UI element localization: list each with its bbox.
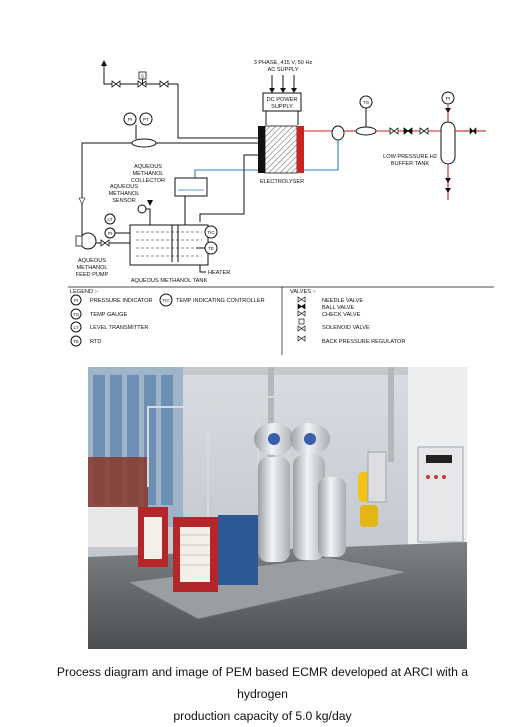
buffer-tank-label-1: LOW PRESSURE H2 bbox=[383, 154, 437, 160]
ac-supply-arrows bbox=[269, 75, 297, 93]
ac-supply-label-1: 3 PHASE, 415 V, 50 Hz bbox=[254, 60, 313, 66]
gas-separator bbox=[331, 125, 345, 141]
collector-label-3: COLLECTOR bbox=[131, 178, 165, 184]
buffer-tank bbox=[440, 121, 456, 165]
valve-bpr-label: BACK PRESSURE REGULATOR bbox=[322, 339, 405, 345]
buffer-tank-label-2: BUFFER TANK bbox=[391, 161, 430, 167]
legend-te-label: RTD bbox=[90, 339, 101, 345]
h2-cooler bbox=[355, 126, 377, 136]
collector-label-1: AQUEOUS bbox=[134, 164, 162, 170]
legend-title: LEGEND :- bbox=[70, 289, 98, 295]
electrolyser-label: ELECTROLYSER bbox=[260, 179, 304, 185]
sensor-valve bbox=[147, 200, 153, 206]
pt-tag: PT bbox=[143, 117, 149, 122]
legend-tic-symbol bbox=[159, 293, 173, 307]
process-diagram: 3 PHASE, 415 V, 50 Hz AC SUPPLY DC POWER… bbox=[68, 60, 494, 355]
tg-tag: TG bbox=[363, 100, 370, 105]
legend-tic-tag: TIC bbox=[162, 298, 170, 303]
h2-valves bbox=[389, 127, 429, 135]
legend-lt-tag: LT bbox=[73, 325, 78, 330]
legend-pi-label: PRESSURE INDICATOR bbox=[90, 298, 153, 304]
caption-line-1: Process diagram and image of PEM based E… bbox=[56, 665, 469, 701]
pt-instrument bbox=[139, 112, 153, 126]
photo-stack bbox=[138, 507, 258, 592]
sensor-label-1: AQUEOUS bbox=[110, 184, 138, 190]
feed-heat-exchanger bbox=[131, 138, 157, 148]
methanol-collector bbox=[174, 177, 208, 197]
electrolyser bbox=[258, 125, 304, 174]
dc-power-supply-label-2: SUPPLY bbox=[271, 104, 293, 110]
legend-tic-label: TEMP INDICATING CONTROLLER bbox=[176, 298, 265, 304]
methanol-return-to-collector bbox=[194, 169, 258, 178]
legend-te-symbol bbox=[70, 335, 82, 347]
system-photo bbox=[88, 367, 467, 649]
inlet-arrow bbox=[101, 60, 107, 66]
sensor-label-3: SENSOR bbox=[112, 198, 136, 204]
outlet-valve bbox=[469, 127, 477, 135]
legend-tg-label: TEMP GAUGE bbox=[90, 312, 127, 318]
dc-power-supply-label-1: DC POWER bbox=[267, 97, 298, 103]
valve-check-label: CHECK VALVE bbox=[322, 312, 361, 318]
methanol-tank bbox=[129, 224, 209, 266]
tic-tag: TIC bbox=[207, 230, 215, 235]
heater-label: HEATER bbox=[208, 270, 230, 276]
photo-tanks bbox=[254, 423, 346, 562]
feed-check-valve bbox=[78, 197, 86, 205]
lt-instrument bbox=[104, 213, 116, 225]
buffer-pi-tag: PI bbox=[446, 96, 450, 101]
methanol-sensor bbox=[137, 204, 147, 214]
solenoid-mark: S bbox=[141, 74, 144, 79]
tic-instrument bbox=[204, 225, 218, 239]
methanol-return-line bbox=[304, 140, 339, 171]
inlet-valve-2 bbox=[137, 80, 147, 88]
legend-te-tag: TE bbox=[73, 339, 79, 344]
tank-pi-tag: PI bbox=[108, 231, 112, 236]
legend-pi-tag: PI bbox=[74, 298, 78, 303]
legend-tg-tag: TG bbox=[73, 312, 80, 317]
caption-line-2: production capacity of 5.0 kg/day bbox=[173, 709, 352, 723]
buffer-tank-top-valve bbox=[445, 108, 451, 113]
inlet-valve-1 bbox=[111, 80, 121, 88]
tank-liquid-lines bbox=[136, 231, 202, 257]
pump-motor bbox=[75, 235, 83, 247]
inlet-valve-3 bbox=[159, 80, 169, 88]
legend-lt-label: LEVEL TRANSMITTER bbox=[90, 325, 148, 331]
inlet-line-to-electrolyser bbox=[177, 84, 258, 139]
feed-pump bbox=[79, 232, 97, 250]
pi-tag: PI bbox=[128, 117, 132, 122]
pump-suction-valve bbox=[100, 239, 110, 247]
lt-tag: LT bbox=[107, 217, 112, 222]
buffer-pi-instrument bbox=[441, 91, 455, 105]
feed-pump-label-2: METHANOL bbox=[76, 265, 107, 271]
heater-lead bbox=[199, 265, 206, 273]
valve-solenoid-label: SOLENOID VALVE bbox=[322, 325, 370, 331]
valves-title: VALVES :- bbox=[290, 289, 316, 295]
feed-pump-label-1: AQUEOUS bbox=[78, 258, 106, 264]
legend-lt-symbol bbox=[70, 321, 82, 333]
anode-return-line bbox=[199, 154, 258, 222]
collector-label-2: METHANOL bbox=[132, 171, 163, 177]
sensor-line bbox=[146, 208, 151, 225]
valve-ball-label: BALL VALVE bbox=[322, 305, 355, 311]
pi-instrument bbox=[123, 112, 137, 126]
inlet-line bbox=[103, 62, 178, 85]
valve-symbols bbox=[297, 296, 306, 342]
dc-power-supply-box bbox=[262, 92, 302, 112]
legend-tg-symbol bbox=[70, 308, 82, 320]
figure-caption: Process diagram and image of PEM based E… bbox=[30, 661, 495, 727]
te-tag: TE bbox=[208, 246, 214, 251]
valve-needle-label: NEEDLE VALVE bbox=[322, 298, 363, 304]
tg-instrument bbox=[359, 95, 373, 109]
ac-supply-label-2: AC SUPPLY bbox=[268, 67, 299, 73]
tank-label: AQUEOUS METHANOL TANK bbox=[131, 278, 208, 284]
feed-pump-label-3: FEED PUMP bbox=[76, 272, 109, 278]
buffer-drain-valve-2 bbox=[445, 188, 451, 193]
legend-pi-symbol bbox=[70, 294, 82, 306]
sensor-label-2: METHANOL bbox=[108, 191, 139, 197]
buffer-drain-valve-1 bbox=[445, 178, 451, 183]
